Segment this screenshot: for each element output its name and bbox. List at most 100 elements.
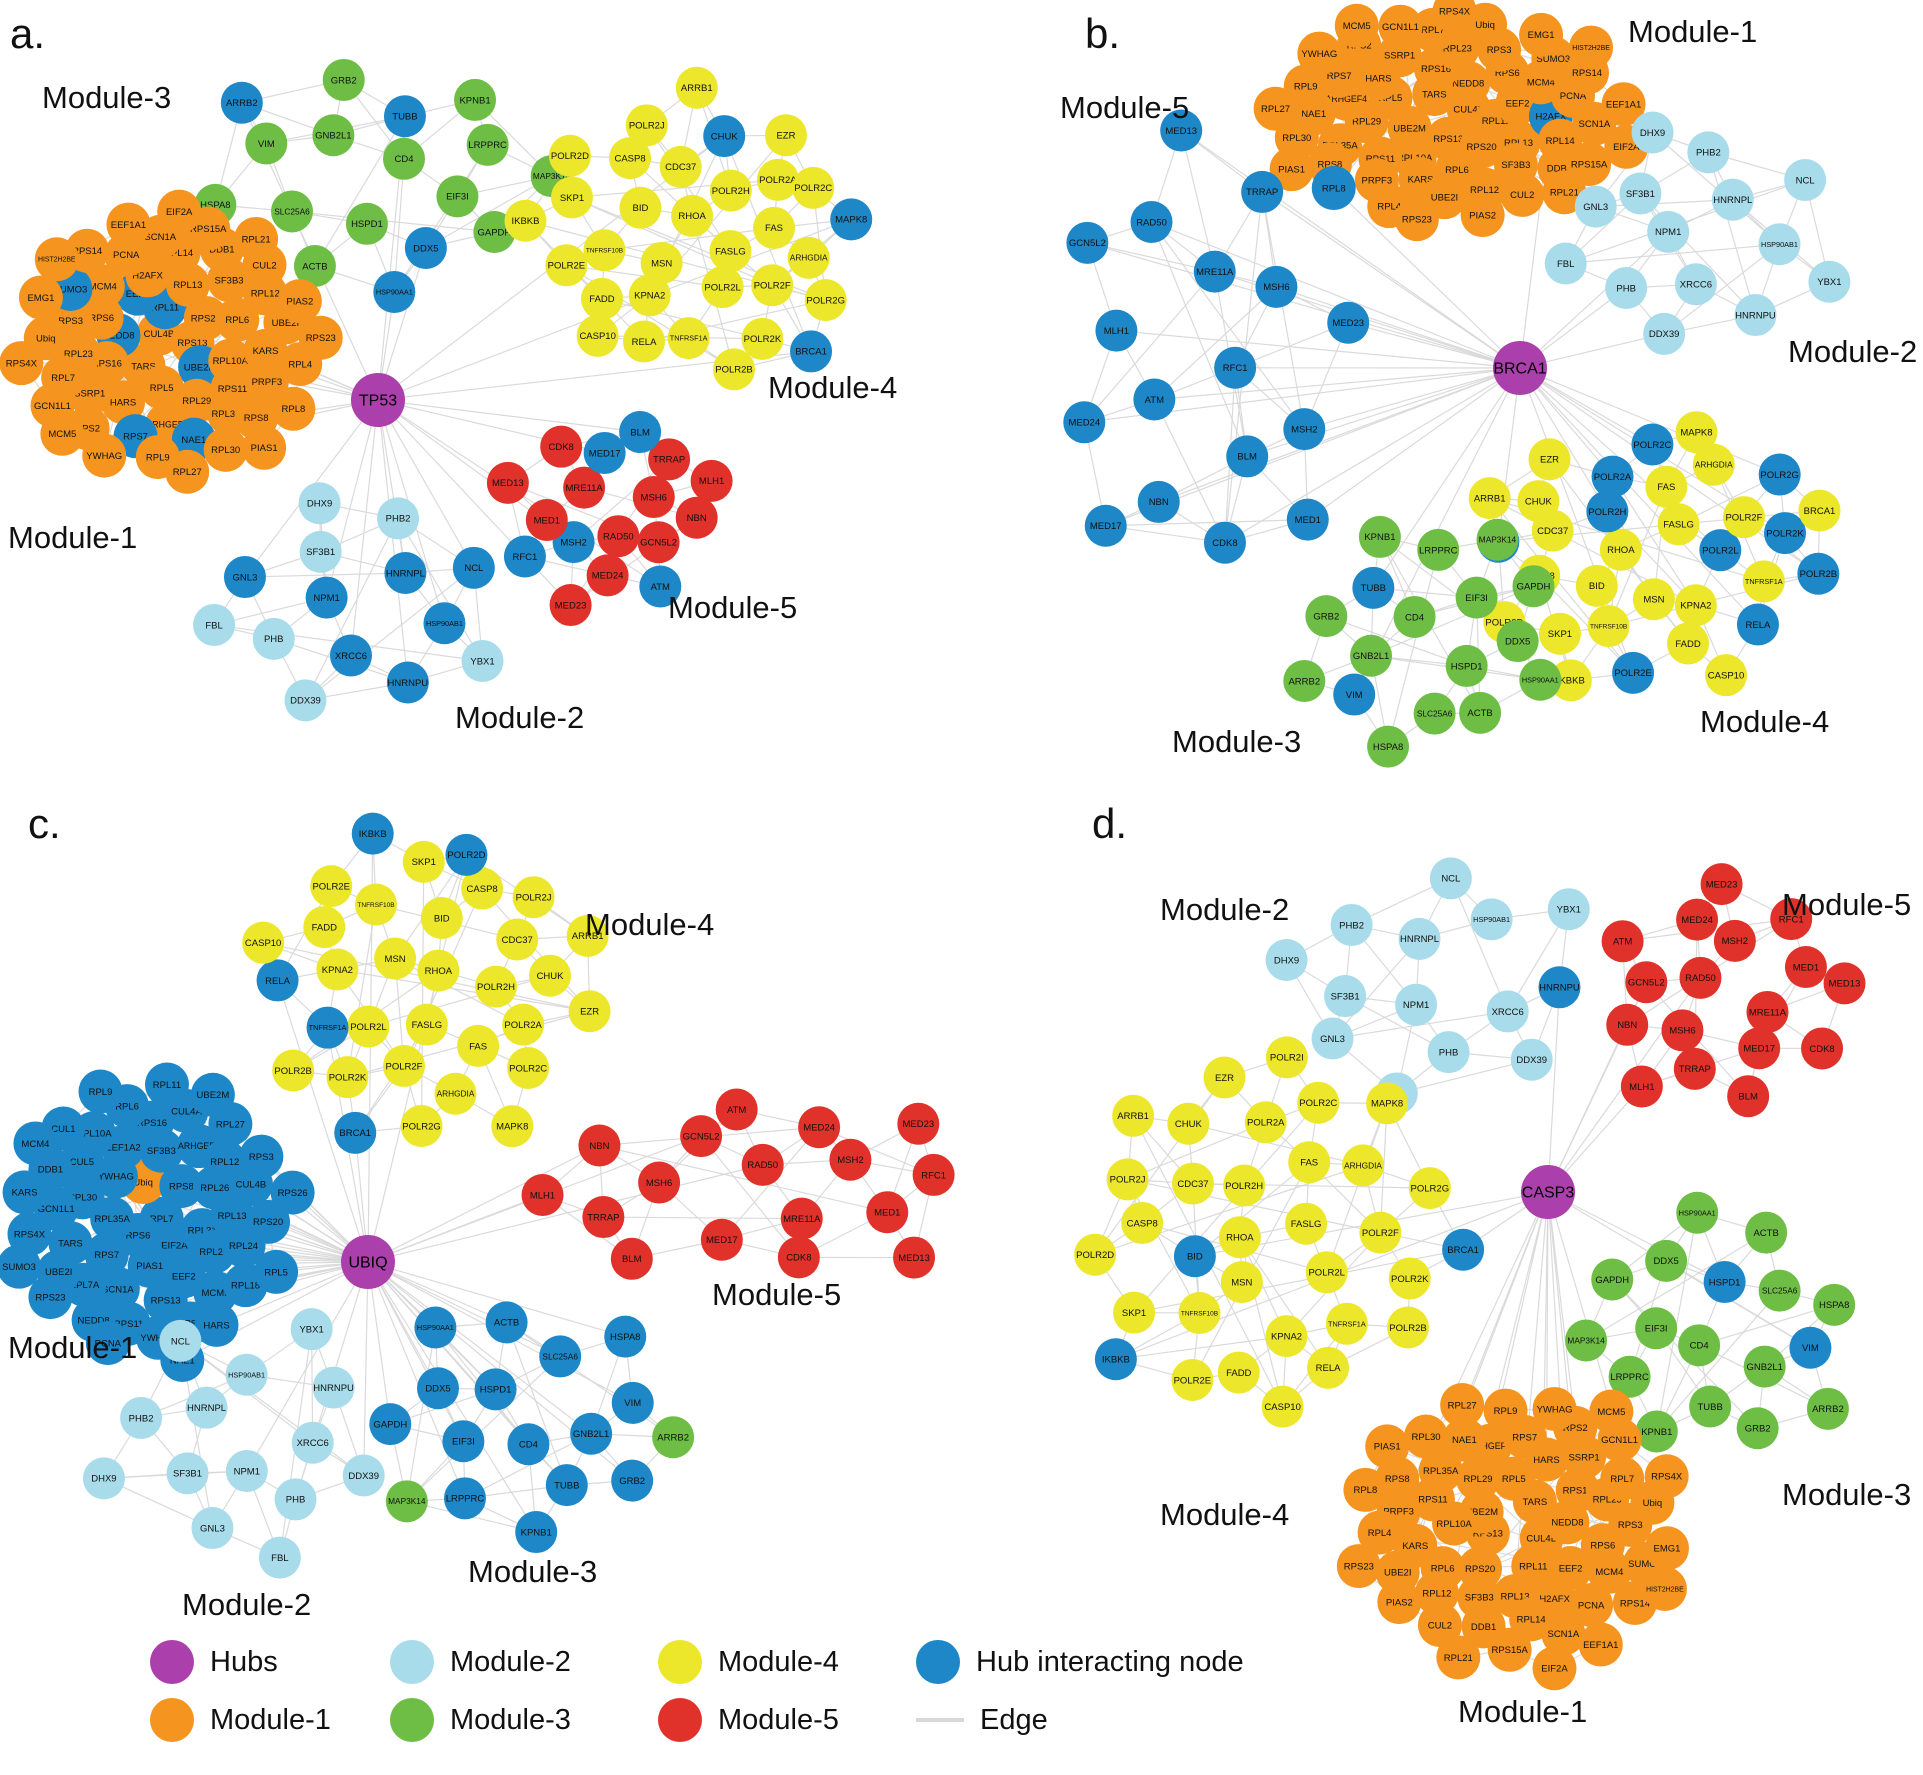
node-CASP10[interactable]: CASP10 xyxy=(1261,1385,1304,1428)
node-DDX39[interactable]: DDX39 xyxy=(284,679,327,722)
node-RPL35A[interactable]: RPL35A xyxy=(1418,1448,1463,1493)
node-MED1[interactable]: MED1 xyxy=(1286,498,1329,541)
node-PIAS1[interactable]: PIAS1 xyxy=(127,1243,172,1288)
node-MSN[interactable]: MSN xyxy=(640,241,683,284)
node-MSH6[interactable]: MSH6 xyxy=(632,476,675,519)
node-MRE11A[interactable]: MRE11A xyxy=(1746,990,1789,1033)
node-POLR2J[interactable]: POLR2J xyxy=(625,104,668,147)
node-FASLG[interactable]: FASLG xyxy=(1657,503,1700,546)
node-RELA[interactable]: RELA xyxy=(256,959,299,1002)
node-BLM[interactable]: BLM xyxy=(610,1237,653,1280)
node-MED13[interactable]: MED13 xyxy=(1160,109,1203,152)
node-GRB2[interactable]: GRB2 xyxy=(611,1459,654,1502)
node-TNFRSF1A[interactable]: TNFRSF1A xyxy=(306,1006,349,1049)
node-YBX1[interactable]: YBX1 xyxy=(1547,888,1590,931)
node-MAPK8[interactable]: MAPK8 xyxy=(830,198,873,241)
node-POLR2I[interactable]: POLR2I xyxy=(1265,1036,1308,1079)
node-BLM[interactable]: BLM xyxy=(619,411,662,454)
node-POLR2H[interactable]: POLR2H xyxy=(1223,1164,1266,1207)
node-CDC37[interactable]: CDC37 xyxy=(1171,1162,1214,1205)
node-RPL29[interactable]: RPL29 xyxy=(1456,1456,1501,1501)
node-MED24[interactable]: MED24 xyxy=(1676,898,1719,941)
node-RAD50[interactable]: RAD50 xyxy=(597,515,640,558)
node-TRRAP[interactable]: TRRAP xyxy=(648,438,691,481)
node-KPNA2[interactable]: KPNA2 xyxy=(1674,584,1717,627)
node-RPS4X[interactable]: RPS4X xyxy=(1644,1454,1689,1499)
node-HSPA8[interactable]: HSPA8 xyxy=(1813,1283,1856,1326)
node-HNRNPL[interactable]: HNRNPL xyxy=(1711,178,1754,221)
node-HIST2H2BE[interactable]: HIST2H2BE xyxy=(34,237,79,282)
node-RPS26[interactable]: RPS26 xyxy=(270,1170,315,1215)
node-DHX9[interactable]: DHX9 xyxy=(82,1457,125,1500)
node-GRB2[interactable]: GRB2 xyxy=(1736,1407,1779,1450)
node-MRE11A[interactable]: MRE11A xyxy=(780,1197,823,1240)
node-SKP1[interactable]: SKP1 xyxy=(1113,1291,1156,1334)
node-ARRB1[interactable]: ARRB1 xyxy=(1468,477,1511,520)
hub-node-TP53[interactable]: TP53 xyxy=(351,373,405,427)
node-GNB2L1[interactable]: GNB2L1 xyxy=(570,1412,613,1455)
node-TUBB[interactable]: TUBB xyxy=(383,95,426,138)
node-RPL30[interactable]: RPL30 xyxy=(1404,1414,1449,1459)
node-POLR2C[interactable]: POLR2C xyxy=(1631,423,1674,466)
node-MCM5[interactable]: MCM5 xyxy=(1589,1389,1634,1434)
node-HSPD1[interactable]: HSPD1 xyxy=(1703,1261,1746,1304)
node-POLR2K[interactable]: POLR2K xyxy=(741,317,784,360)
node-BID[interactable]: BID xyxy=(420,897,463,940)
node-POLR2E[interactable]: POLR2E xyxy=(1171,1358,1214,1401)
node-GCN5L2[interactable]: GCN5L2 xyxy=(637,521,680,564)
node-RPL5[interactable]: RPL5 xyxy=(1491,1456,1536,1501)
node-RPL11[interactable]: RPL11 xyxy=(144,1062,189,1107)
node-RELA[interactable]: RELA xyxy=(1736,603,1779,646)
node-RPS23[interactable]: RPS23 xyxy=(298,315,343,360)
node-RPS23[interactable]: RPS23 xyxy=(1336,1544,1381,1589)
node-POLR2K[interactable]: POLR2K xyxy=(1388,1257,1431,1300)
node-FADD[interactable]: FADD xyxy=(1217,1351,1260,1394)
node-RPL27[interactable]: RPL27 xyxy=(165,449,210,494)
node-MED13[interactable]: MED13 xyxy=(486,461,529,504)
node-BID[interactable]: BID xyxy=(1173,1235,1216,1278)
node-NPM1[interactable]: NPM1 xyxy=(305,576,348,619)
node-TNFRSF10B[interactable]: TNFRSF10B xyxy=(1178,1292,1221,1335)
node-LRPPRC[interactable]: LRPPRC xyxy=(1417,528,1460,571)
node-CHUK[interactable]: CHUK xyxy=(1517,480,1560,523)
hub-node-BRCA1[interactable]: BRCA1 xyxy=(1493,341,1547,395)
node-NCL[interactable]: NCL xyxy=(1784,158,1827,201)
node-RPL27[interactable]: RPL27 xyxy=(1253,86,1298,131)
node-PIAS1[interactable]: PIAS1 xyxy=(1365,1424,1410,1469)
node-MLH1[interactable]: MLH1 xyxy=(1620,1065,1663,1108)
node-RPS8[interactable]: RPS8 xyxy=(159,1164,204,1209)
node-HSP90AB1[interactable]: HSP90AB1 xyxy=(225,1353,268,1396)
node-RPL9[interactable]: RPL9 xyxy=(78,1069,123,1114)
node-NPM1[interactable]: NPM1 xyxy=(225,1450,268,1493)
node-GNL3[interactable]: GNL3 xyxy=(191,1507,234,1550)
node-RPL5[interactable]: RPL5 xyxy=(139,365,184,410)
node-GRB2[interactable]: GRB2 xyxy=(1305,595,1348,638)
node-ACTB[interactable]: ACTB xyxy=(1459,691,1502,734)
node-KPNB1[interactable]: KPNB1 xyxy=(454,78,497,121)
node-CASP8[interactable]: CASP8 xyxy=(1121,1201,1164,1244)
node-EZR[interactable]: EZR xyxy=(568,990,611,1033)
node-RELA[interactable]: RELA xyxy=(1307,1346,1350,1389)
node-MSH2[interactable]: MSH2 xyxy=(829,1138,872,1181)
node-RAD50[interactable]: RAD50 xyxy=(1130,201,1173,244)
node-TRRAP[interactable]: TRRAP xyxy=(582,1196,625,1239)
node-KPNB1[interactable]: KPNB1 xyxy=(1635,1410,1678,1453)
node-ATM[interactable]: ATM xyxy=(1133,378,1176,421)
node-PIAS1[interactable]: PIAS1 xyxy=(242,425,287,470)
node-PHB[interactable]: PHB xyxy=(1605,266,1648,309)
node-PIAS2[interactable]: PIAS2 xyxy=(1377,1580,1422,1625)
node-SF3B1[interactable]: SF3B1 xyxy=(299,530,342,573)
node-HSPD1[interactable]: HSPD1 xyxy=(345,202,388,245)
node-RFC1[interactable]: RFC1 xyxy=(503,535,546,578)
node-YBX1[interactable]: YBX1 xyxy=(290,1308,333,1351)
node-KARS[interactable]: KARS xyxy=(2,1170,47,1215)
node-CD4[interactable]: CD4 xyxy=(383,137,426,180)
node-MCM4[interactable]: MCM4 xyxy=(80,264,125,309)
node-XRCC6[interactable]: XRCC6 xyxy=(1486,990,1529,1033)
node-HNRNPL[interactable]: HNRNPL xyxy=(1398,917,1441,960)
node-MED23[interactable]: MED23 xyxy=(1700,863,1743,906)
node-DHX9[interactable]: DHX9 xyxy=(1265,939,1308,982)
node-TNFRSF1A[interactable]: TNFRSF1A xyxy=(1742,560,1785,603)
node-CD4[interactable]: CD4 xyxy=(1393,595,1436,638)
node-ARHGDIA[interactable]: ARHGDIA xyxy=(1342,1144,1385,1187)
